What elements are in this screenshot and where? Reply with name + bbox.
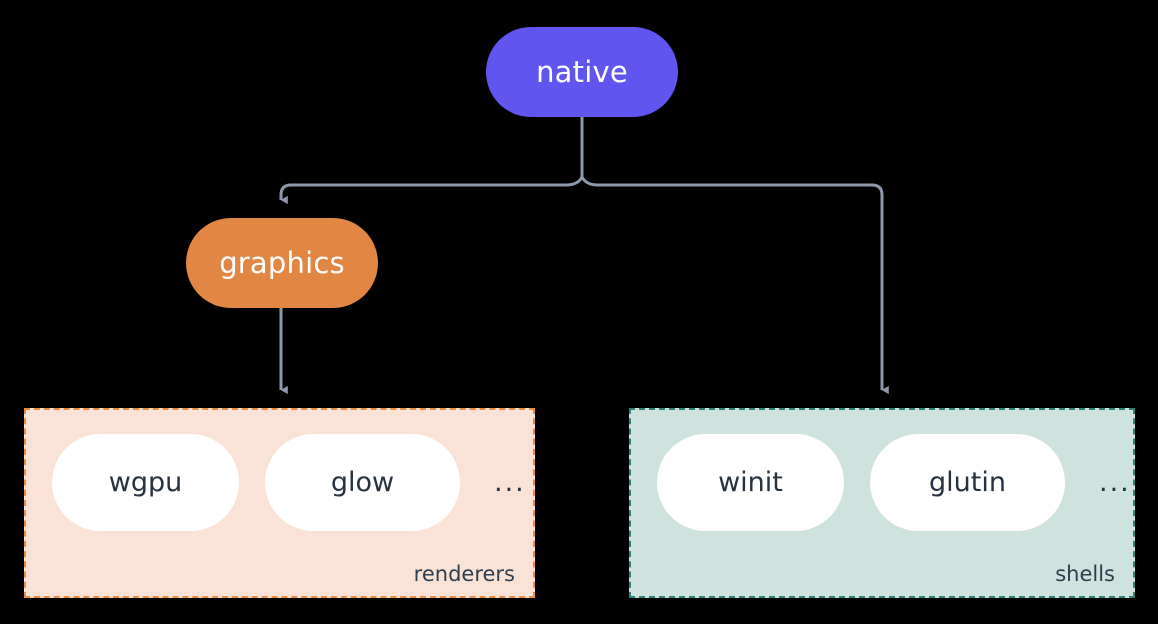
pill-wgpu-label: wgpu — [108, 467, 183, 498]
renderers-overflow-ellipsis: ... — [494, 467, 526, 498]
node-native-label: native — [536, 55, 628, 89]
node-native[interactable]: native — [486, 27, 678, 117]
pill-winit[interactable]: winit — [657, 434, 844, 531]
group-renderers[interactable]: wgpu glow ... renderers — [24, 408, 535, 598]
node-graphics-label: graphics — [219, 246, 345, 280]
pill-wgpu[interactable]: wgpu — [52, 434, 239, 531]
group-shells-label: shells — [1055, 562, 1115, 586]
renderers-pill-row: wgpu glow ... — [52, 434, 526, 531]
group-shells[interactable]: winit glutin ... shells — [629, 408, 1135, 598]
pill-glow-label: glow — [330, 467, 395, 498]
group-renderers-label: renderers — [413, 562, 515, 586]
shells-overflow-ellipsis: ... — [1099, 467, 1131, 498]
pill-glutin-label: glutin — [929, 467, 1006, 498]
pill-glutin[interactable]: glutin — [870, 434, 1065, 531]
pill-glow[interactable]: glow — [265, 434, 460, 531]
pill-winit-label: winit — [718, 467, 783, 498]
edge-native-to-graphics — [279, 176, 584, 205]
edge-native-to-shells — [580, 176, 889, 395]
shells-pill-row: winit glutin ... — [657, 434, 1131, 531]
node-graphics[interactable]: graphics — [186, 218, 378, 308]
